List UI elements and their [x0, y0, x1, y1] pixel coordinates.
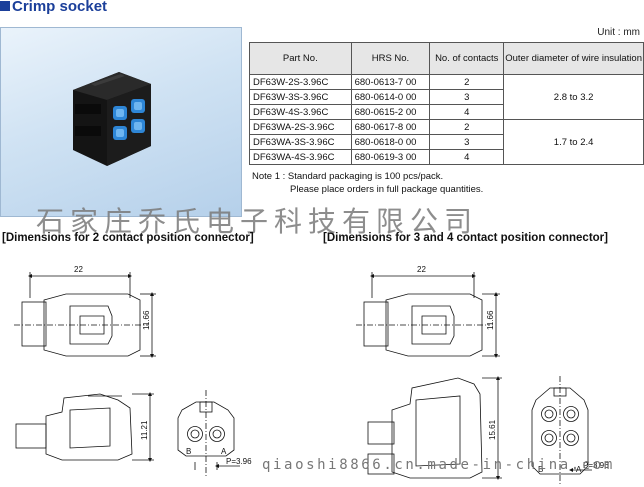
spec-table: Part No. HRS No. No. of contacts Outer d… — [249, 42, 644, 165]
dim-left-label-a: A — [221, 447, 227, 456]
note-line-2: Please place orders in full package quan… — [290, 184, 484, 195]
watermark-url: qiaoshi8866.cn.made-in-china.com — [262, 457, 615, 473]
contacts-cell: 3 — [429, 89, 505, 105]
table-header-row: Part No. HRS No. No. of contacts Outer d… — [249, 42, 644, 75]
hrs-no-cell: 680-0619-3 00 — [350, 149, 431, 165]
table-row: DF63W-3S-3.96C 680-0614-0 00 3 — [249, 89, 644, 105]
product-photo — [0, 27, 242, 217]
table-row: DF63WA-4S-3.96C 680-0619-3 00 4 — [249, 149, 644, 165]
dim-right-label-b: B — [538, 465, 543, 474]
contacts-cell: 2 — [429, 119, 505, 135]
table-row: DF63WA-3S-3.96C 680-0618-0 00 3 — [249, 134, 644, 150]
dim-right-pitch: P=3.96 — [583, 461, 609, 470]
section-title-text: Crimp socket — [12, 0, 108, 15]
dim-right-label-a: A — [576, 465, 582, 474]
contacts-cell: 4 — [429, 104, 505, 120]
dim-left-height-top: 11.66 — [142, 310, 151, 330]
contacts-cell: 4 — [429, 149, 505, 165]
crimp-socket-image — [73, 72, 151, 166]
dim-right-height-top: 11.66 — [486, 310, 495, 330]
part-no-cell: DF63WA-3S-3.96C — [249, 134, 352, 150]
watermark-company: 石家庄乔氏电子科技有限公司 — [36, 205, 479, 238]
part-no-cell: DF63W-2S-3.96C — [249, 74, 352, 90]
hrs-no-cell: 680-0614-0 00 — [350, 89, 431, 105]
contacts-cell: 2 — [429, 74, 505, 90]
dim-left-height-bottom: 11.21 — [140, 420, 149, 440]
section-heading-right: [Dimensions for 3 and 4 contact position… — [323, 232, 608, 244]
dim-right-height-bottom: 15.61 — [488, 419, 497, 440]
header-contacts: No. of contacts — [429, 42, 505, 75]
header-hrs-no: HRS No. — [350, 42, 431, 75]
dimension-drawings: 22 11.66 11.21 P=3.96 B A 22 11.66 15.61… — [14, 265, 609, 484]
hrs-no-cell: 680-0615-2 00 — [350, 104, 431, 120]
hrs-no-cell: 680-0618-0 00 — [350, 134, 431, 150]
section-title: Crimp socket — [0, 0, 107, 15]
dim-right-width: 22 — [417, 265, 426, 274]
diameter-cell: 2.8 to 3.2 — [503, 74, 644, 120]
diameter-cell: 1.7 to 2.4 — [503, 119, 644, 165]
dim-left-pitch: P=3.96 — [226, 457, 252, 466]
section-heading-left: [Dimensions for 2 contact position conne… — [2, 232, 254, 244]
part-no-cell: DF63WA-2S-3.96C — [249, 119, 352, 135]
part-no-cell: DF63W-3S-3.96C — [249, 89, 352, 105]
contacts-cell: 3 — [429, 134, 505, 150]
dim-left-width: 22 — [74, 265, 83, 274]
header-diameter: Outer diameter of wire insulation — [503, 42, 644, 75]
part-no-cell: DF63WA-4S-3.96C — [249, 149, 352, 165]
hrs-no-cell: 680-0617-8 00 — [350, 119, 431, 135]
part-no-cell: DF63W-4S-3.96C — [249, 104, 352, 120]
unit-label: Unit : mm — [597, 27, 640, 38]
dim-left-label-b: B — [186, 447, 191, 456]
header-part-no: Part No. — [249, 42, 352, 75]
table-row: DF63W-2S-3.96C 680-0613-7 00 2 2.8 to 3.… — [249, 74, 644, 120]
table-row: DF63WA-2S-3.96C 680-0617-8 00 2 1.7 to 2… — [249, 119, 644, 165]
bullet-square-icon — [0, 1, 10, 11]
note-line-1: Note 1 : Standard packaging is 100 pcs/p… — [252, 171, 444, 182]
hrs-no-cell: 680-0613-7 00 — [350, 74, 431, 90]
